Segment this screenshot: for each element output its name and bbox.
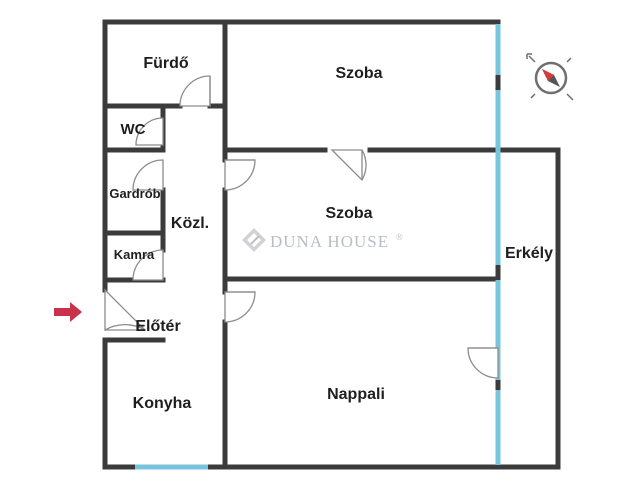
duna-house-logo bbox=[242, 228, 266, 252]
watermark: DUNA HOUSE ® bbox=[242, 228, 404, 252]
label-szoba-mid: Szoba bbox=[325, 205, 372, 222]
door-szoba-top bbox=[330, 149, 367, 182]
label-konyha: Konyha bbox=[133, 395, 192, 412]
label-kozl: Közl. bbox=[171, 215, 209, 232]
label-furdo: Fürdő bbox=[143, 55, 189, 72]
door-szoba-mid bbox=[224, 159, 256, 191]
label-gardrob: Gardrób bbox=[109, 186, 160, 201]
door-kamra bbox=[132, 249, 164, 281]
windows bbox=[135, 24, 501, 470]
door-nappali bbox=[224, 291, 256, 323]
door-entrance bbox=[104, 288, 146, 332]
label-eloter: Előtér bbox=[135, 318, 180, 335]
room-labels: Fürdő Szoba WC Gardrób Közl. Szoba Kamra… bbox=[109, 55, 553, 412]
watermark-registered-mark: ® bbox=[396, 232, 404, 242]
label-nappali: Nappali bbox=[327, 386, 385, 403]
watermark-text: DUNA HOUSE bbox=[270, 232, 389, 251]
door-furdo bbox=[179, 75, 211, 107]
label-kamra: Kamra bbox=[114, 247, 155, 262]
door-wc bbox=[135, 117, 164, 146]
entrance-arrow-icon bbox=[54, 302, 82, 322]
label-szoba-top: Szoba bbox=[335, 65, 382, 82]
doors bbox=[104, 75, 499, 379]
door-erkely bbox=[467, 347, 499, 379]
door-gardrob bbox=[132, 159, 164, 191]
compass-icon bbox=[526, 53, 574, 101]
label-erkely: Erkély bbox=[505, 245, 553, 262]
label-wc: WC bbox=[121, 121, 146, 138]
